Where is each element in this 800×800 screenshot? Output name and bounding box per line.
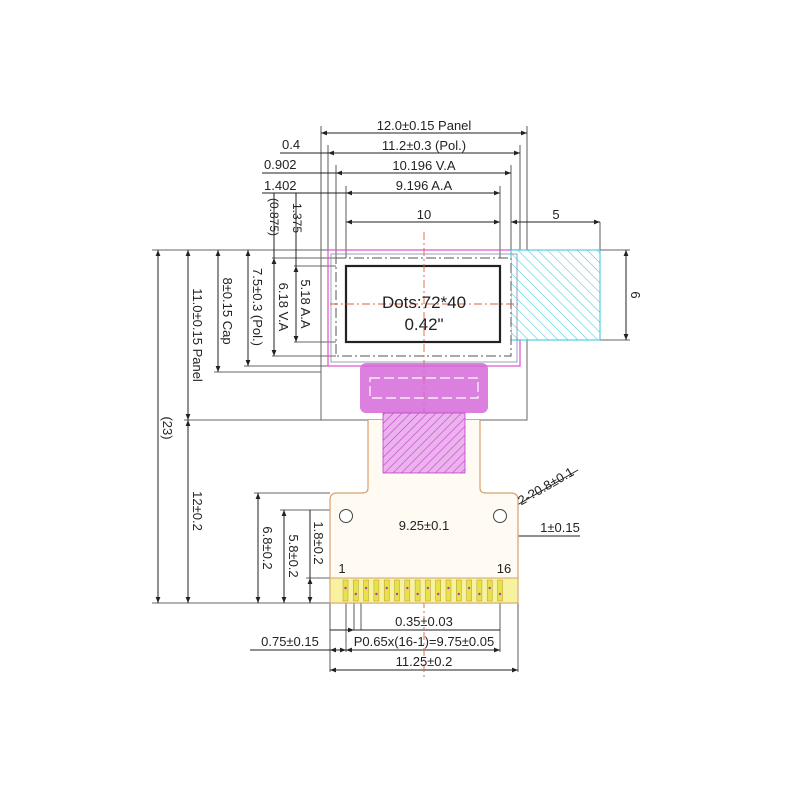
dim-ten: 10 <box>417 207 431 222</box>
dim-pad-width: 0.35±0.03 <box>395 614 453 629</box>
contact-pad-via <box>364 586 368 590</box>
contact-pad-via <box>498 592 502 596</box>
dots-label: Dots:72*40 <box>382 293 466 312</box>
dim-six: 6 <box>628 291 643 298</box>
contact-pad <box>486 579 493 602</box>
dim-panel-width: 12.0±0.15 Panel <box>377 118 472 133</box>
dim-aa-width: 9.196 A.A <box>396 178 453 193</box>
dim-panel-height: 11.0±0.15 Panel <box>190 288 205 382</box>
contact-pad <box>373 579 380 602</box>
contact-pads <box>342 579 503 602</box>
alignment-hole-left <box>339 509 353 523</box>
contact-pad <box>466 579 472 602</box>
contact-pad <box>353 579 359 602</box>
contact-pad-via <box>447 586 450 590</box>
dim-pol-height: 7.5±0.3 (Pol.) <box>250 268 265 346</box>
dim-offset-1375: 1.375 <box>290 203 304 233</box>
contact-pad-via <box>467 586 471 590</box>
contact-pad-via <box>426 586 430 590</box>
contact-pad-via <box>395 592 399 596</box>
extension-lines <box>152 126 630 672</box>
dim-offset-1402: 1.402 <box>264 178 297 193</box>
alignment-hole-right <box>493 509 507 523</box>
contact-pad-via <box>385 586 388 590</box>
fpc-hatched-neck <box>382 412 466 474</box>
fpc-stiffener-top <box>360 363 488 413</box>
contact-pad <box>456 579 462 602</box>
contact-pad <box>383 579 390 602</box>
contact-pad-via <box>416 592 419 596</box>
contact-pad <box>363 579 369 602</box>
contact-pad-via <box>375 592 378 596</box>
dim-offset-04: 0.4 <box>282 137 300 152</box>
contact-pad-via <box>354 592 357 596</box>
dim-total-height: (23) <box>160 416 175 439</box>
dim-va-width: 10.196 V.A <box>392 158 455 173</box>
dim-fpc-width: 11.25±0.2 <box>396 654 453 669</box>
dim-height-18: 1.8±0.2 <box>311 521 326 564</box>
fpc-dashed-window <box>369 377 479 399</box>
contact-pad-via <box>406 586 409 590</box>
contact-pad-via <box>344 586 347 590</box>
pin-16-label: 16 <box>497 561 511 576</box>
dim-pitch: P0.65x(16-1)=9.75±0.05 <box>354 634 494 649</box>
contact-pad <box>414 579 421 602</box>
contact-pad-strip <box>329 577 519 604</box>
contact-pad-via <box>457 592 460 596</box>
dim-hole-span: 9.25±0.1 <box>399 518 450 533</box>
dim-cap-height: 8±0.15 Cap <box>220 277 235 344</box>
contact-pad <box>476 579 483 602</box>
dim-height-68: 6.8±0.2 <box>260 526 275 569</box>
dim-offset-0875: (0.875) <box>267 198 281 236</box>
dim-edge-offset: 0.75±0.15 <box>261 634 319 649</box>
dim-hole-diameter: 2-?0.8±0.1 <box>515 464 576 508</box>
contact-pad <box>394 579 400 602</box>
contact-pad <box>425 579 431 602</box>
dim-offset-0902: 0.902 <box>264 157 297 172</box>
dim-five: 5 <box>552 207 559 222</box>
contact-pad <box>404 579 411 602</box>
dim-hole-offset: 1±0.15 <box>540 520 580 535</box>
dim-aa-height: 5.18 A.A <box>298 279 313 328</box>
dim-pol-width: 11.2±0.3 (Pol.) <box>382 138 466 153</box>
left-dimension-lines <box>155 250 313 603</box>
contact-pad <box>445 579 452 602</box>
contact-pad <box>342 579 349 602</box>
pin-1-label: 1 <box>338 561 345 576</box>
contact-pad-via <box>488 586 491 590</box>
contact-pad <box>497 579 503 602</box>
contact-pad <box>435 579 441 602</box>
contact-pad-via <box>437 592 440 596</box>
contact-pad-via <box>478 592 481 596</box>
dim-height-58: 5.8±0.2 <box>286 534 301 577</box>
top-dimension-lines <box>262 130 600 266</box>
dim-va-height: 6.18 V.A <box>276 283 291 332</box>
hatched-area-right <box>510 249 601 341</box>
size-label: 0.42" <box>404 315 443 334</box>
dim-fpc-height: 12±0.2 <box>190 491 205 531</box>
